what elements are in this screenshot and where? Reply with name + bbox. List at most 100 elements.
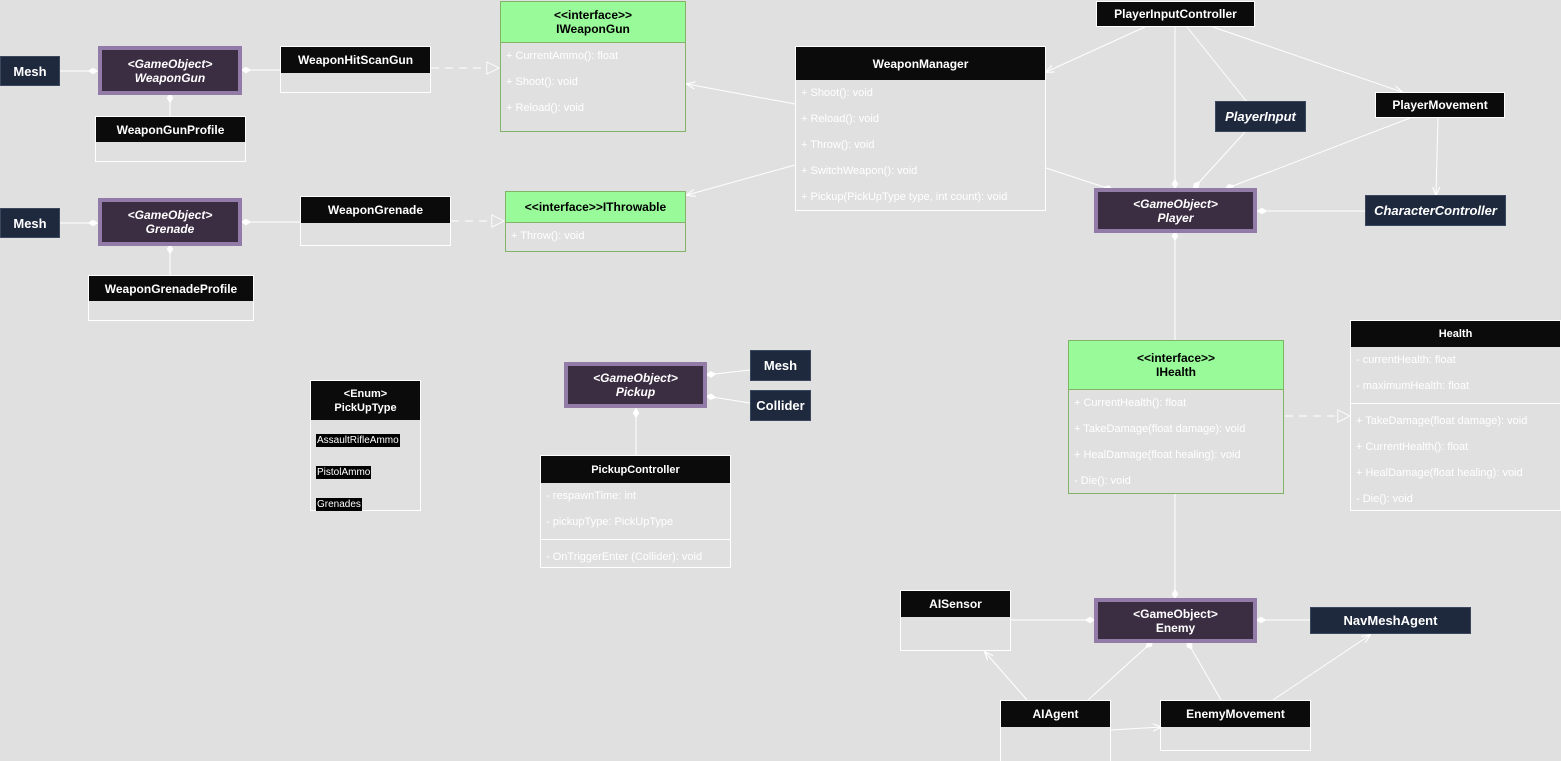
interface-header: <<interface>>IThrowable (506, 192, 685, 223)
class-header: EnemyMovement (1161, 701, 1310, 727)
edge-pic-wm (1046, 26, 1146, 72)
method: + TakeDamage(float damage): void (1356, 415, 1528, 427)
enemy-gameobject[interactable]: <GameObject> Enemy (1094, 598, 1257, 643)
stereotype: <GameObject> (127, 208, 213, 222)
edge-mesh-pickup (705, 369, 751, 378)
edge-aiagent-enemymovement (1110, 727, 1161, 730)
object-name: Grenade (145, 222, 195, 236)
collider-component[interactable]: Collider (750, 390, 811, 421)
class-header: WeaponGrenade (301, 197, 450, 223)
collider-label: Collider (756, 398, 805, 413)
enum-header: <Enum> PickUpType (311, 381, 420, 420)
playerinputcontroller-class[interactable]: PlayerInputController (1096, 1, 1255, 27)
class-header: WeaponManager (796, 47, 1045, 80)
edge-enemymovement-navmesh (1272, 635, 1370, 701)
edge-pic-playermovement (1212, 26, 1402, 92)
weaponhitscangun-class[interactable]: WeaponHitScanGun (280, 46, 431, 93)
stereotype: <GameObject> (1133, 196, 1218, 211)
navmeshagent-component[interactable]: NavMeshAgent (1310, 607, 1471, 634)
pickupcontroller-class[interactable]: PickupController - respawnTime: int - pi… (540, 455, 731, 568)
edge-aiagent-enemy (1087, 640, 1154, 701)
playerinput-component[interactable]: PlayerInput (1215, 101, 1306, 132)
edge-playermovement-cc (1436, 117, 1438, 195)
section-divider (541, 539, 730, 540)
member: + Pickup(PickUpType type, int count): vo… (801, 191, 1008, 203)
method: + HealDamage(float healing): void (1356, 467, 1523, 479)
member: + Throw(): void (511, 230, 585, 242)
member: + SwitchWeapon(): void (801, 165, 918, 177)
object-name: WeaponGun (134, 70, 206, 85)
class-header: WeaponGrenadeProfile (89, 276, 253, 301)
iweapongun-interface[interactable]: <<interface>> IWeaponGun + CurrentAmmo()… (500, 1, 686, 132)
weapongrenadeprofile-class[interactable]: WeaponGrenadeProfile (88, 275, 254, 321)
mesh-component-gun[interactable]: Mesh (0, 56, 60, 86)
mesh-label: Mesh (13, 215, 47, 231)
aisensor-class[interactable]: AISensor (900, 590, 1011, 651)
edge-playerinput-player (1192, 131, 1246, 190)
field: - respawnTime: int (546, 490, 637, 502)
member: + Throw(): void (801, 139, 875, 151)
class-header: PlayerInputController (1097, 2, 1254, 26)
stereotype: <<interface>> (1136, 351, 1216, 365)
component-name: CharacterController (1374, 203, 1497, 218)
stereotype: <Enum> (343, 387, 388, 400)
pickuptype-enum[interactable]: <Enum> PickUpType AssaultRifleAmmo Pisto… (310, 380, 421, 511)
edge-enemymovement-enemy (1186, 640, 1222, 701)
edge-pic-playerinput (1186, 26, 1248, 103)
interface-header: <<interface>> IHealth (1069, 341, 1283, 390)
edge-playermovement-player (1224, 117, 1411, 191)
stereotype: <GameObject> (593, 371, 678, 385)
field: - pickupType: PickUpType (546, 516, 674, 528)
member: + Reload(): void (801, 113, 879, 125)
mesh-component-grenade[interactable]: Mesh (0, 208, 60, 238)
enum-value: Grenades (316, 498, 362, 511)
weaponmanager-class[interactable]: WeaponManager + Shoot(): void + Reload()… (795, 46, 1046, 211)
player-gameobject[interactable]: <GameObject> Player (1094, 188, 1257, 233)
edge-wm-ithrowable (687, 164, 796, 195)
field: - maximumHealth: float (1356, 380, 1470, 392)
interface-header: <<interface>> IWeaponGun (501, 2, 685, 43)
class-header: Health (1351, 321, 1560, 347)
member: - Die(): void (1074, 475, 1131, 487)
enum-name: PickUpType (334, 401, 397, 414)
mesh-label: Mesh (763, 358, 798, 373)
field: - currentHealth: float (1356, 354, 1456, 366)
ihealth-interface[interactable]: <<interface>> IHealth + CurrentHealth():… (1068, 340, 1284, 494)
object-name: Player (1157, 210, 1194, 225)
method: - OnTriggerEnter (Collider): void (546, 551, 703, 563)
component-name: PlayerInput (1225, 109, 1296, 124)
ithrowable-interface[interactable]: <<interface>>IThrowable + Throw(): void (505, 191, 686, 252)
charactercontroller-component[interactable]: CharacterController (1365, 195, 1506, 226)
class-header: PickupController (541, 456, 730, 483)
class-header: AISensor (901, 591, 1010, 617)
member: + TakeDamage(float damage): void (1074, 423, 1246, 435)
class-header: PlayerMovement (1376, 93, 1504, 117)
enum-value: AssaultRifleAmmo (316, 434, 400, 447)
playermovement-class[interactable]: PlayerMovement (1375, 92, 1505, 118)
health-class[interactable]: Health - currentHealth: float - maximumH… (1350, 320, 1561, 511)
grenade-gameobject[interactable]: <GameObject> Grenade (98, 198, 242, 246)
edge-collider-pickup (705, 393, 751, 404)
object-name: Enemy (1155, 620, 1196, 635)
aiagent-class[interactable]: AIAgent (1000, 700, 1111, 761)
edge-wm-iweapongun (687, 84, 796, 105)
member: + CurrentAmmo(): float (506, 50, 619, 62)
class-header: WeaponGunProfile (96, 117, 245, 142)
enum-value: PistolAmmo (316, 466, 372, 479)
edge-wm-player (1045, 167, 1114, 192)
weapongunprofile-class[interactable]: WeaponGunProfile (95, 116, 246, 162)
method: + CurrentHealth(): float (1356, 441, 1469, 453)
weapongun-gameobject[interactable]: <GameObject> WeaponGun (98, 46, 242, 95)
member: + Shoot(): void (506, 76, 578, 88)
section-divider (1351, 403, 1560, 404)
mesh-label: Mesh (13, 63, 47, 79)
weapongrenade-class[interactable]: WeaponGrenade (300, 196, 451, 246)
edge-aiagent-aisensor (985, 652, 1028, 701)
pickup-gameobject[interactable]: <GameObject> Pickup (564, 362, 707, 408)
mesh-component-pickup[interactable]: Mesh (750, 350, 811, 381)
component-name: NavMeshAgent (1343, 613, 1438, 628)
stereotype: <GameObject> (127, 56, 213, 71)
enemymovement-class[interactable]: EnemyMovement (1160, 700, 1311, 751)
member: + CurrentHealth(): float (1074, 397, 1187, 409)
